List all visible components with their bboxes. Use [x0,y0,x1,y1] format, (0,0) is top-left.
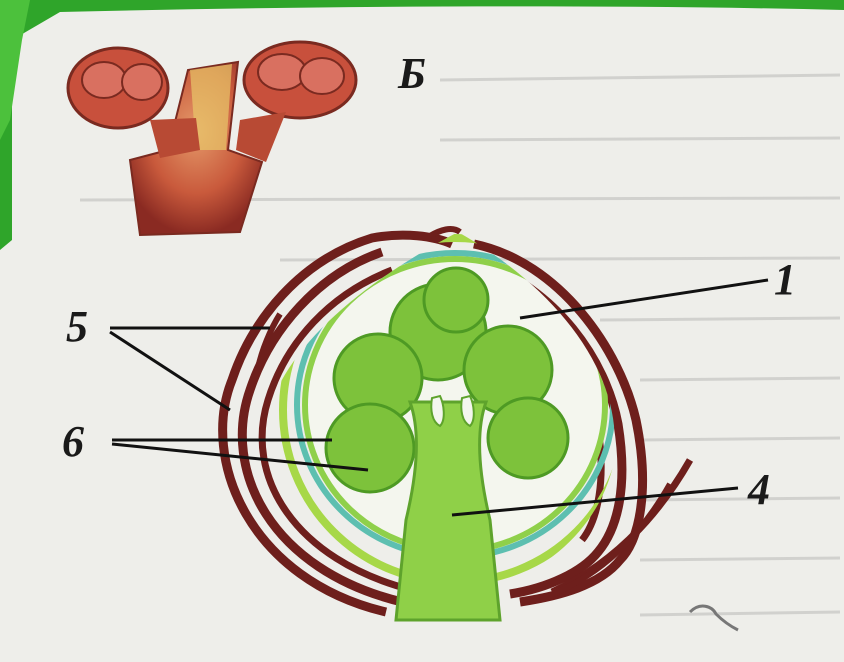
panel-letter: Б [398,52,426,96]
label-1: 1 [774,258,796,302]
scribble-mark [690,606,738,630]
leader-line-5b [110,332,230,410]
label-4: 4 [748,468,770,512]
bud-twig-illustration [68,42,356,235]
frame-corner [0,0,30,140]
label-6: 6 [62,420,84,464]
label-5: 5 [66,305,88,349]
